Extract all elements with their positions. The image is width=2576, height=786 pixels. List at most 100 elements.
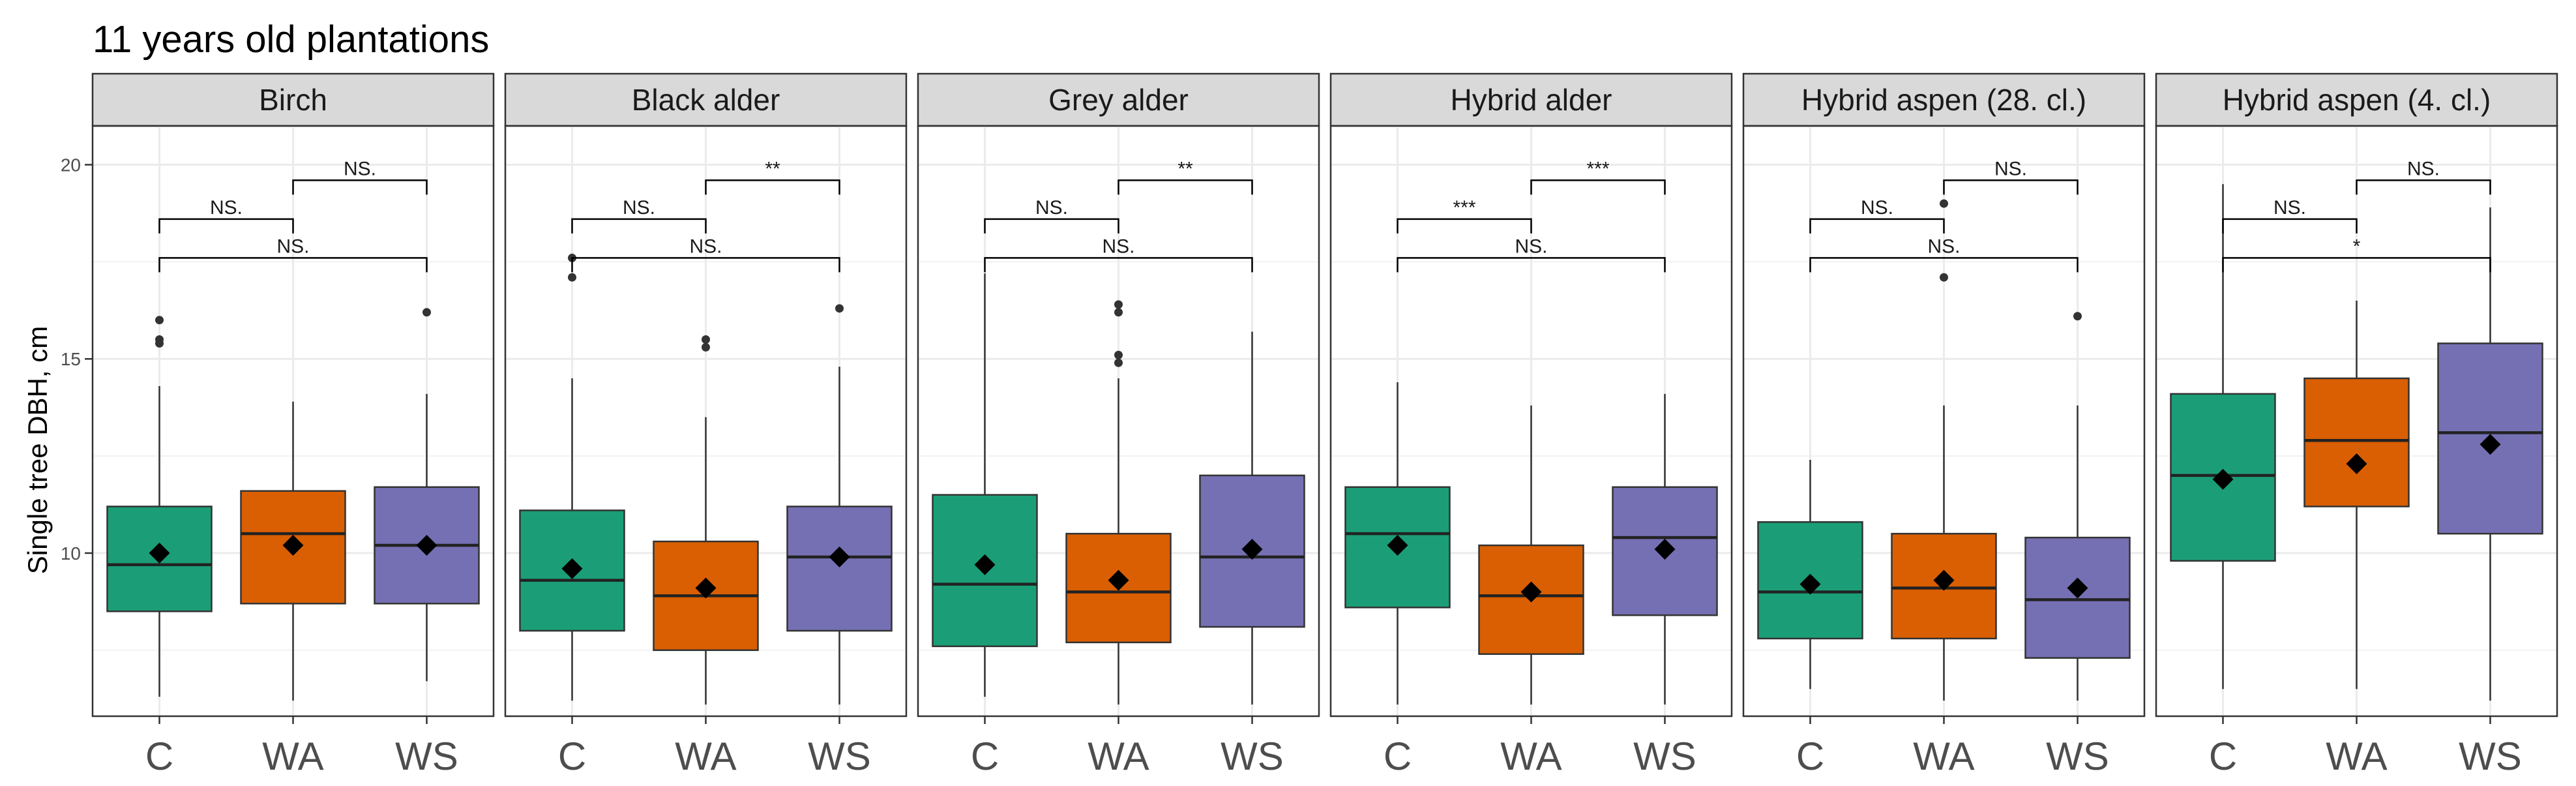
mean-marker [829, 546, 850, 567]
significance-bracket [2356, 179, 2491, 195]
significance-bracket [2222, 257, 2491, 273]
chart-title: 11 years old plantations [93, 18, 489, 61]
outlier-point [1114, 308, 1123, 317]
significance-label: ** [1177, 158, 1193, 179]
mean-marker [2346, 453, 2367, 474]
x-tick-label: C [1384, 734, 1412, 778]
x-tick-label: C [558, 734, 586, 778]
significance-bracket [1118, 179, 1253, 195]
significance-label: NS. [1035, 197, 1068, 219]
significance-bracket [2222, 218, 2358, 234]
significance-label: NS. [2273, 197, 2306, 219]
facet-strip-label: Hybrid aspen (4. cl.) [2223, 83, 2491, 117]
outlier-point [422, 308, 431, 317]
significance-label: NS. [210, 197, 243, 219]
x-tick-label: WA [675, 734, 736, 778]
outlier-point [155, 316, 164, 325]
mean-marker [1241, 538, 1263, 560]
significance-label: NS. [1102, 235, 1134, 257]
x-tick-label: WS [808, 734, 871, 778]
mean-marker [2480, 434, 2501, 455]
x-tick-label: WS [2046, 734, 2109, 778]
outlier-point [702, 335, 710, 344]
facet-strip-label: Black alder [632, 83, 780, 117]
significance-bracket [1530, 179, 1666, 195]
significance-bracket [1943, 179, 2079, 195]
mean-marker [2067, 577, 2088, 599]
y-tick-label: 15 [61, 349, 81, 369]
box-WA [2303, 377, 2410, 507]
facet-strip-label: Grey alder [1048, 83, 1189, 117]
x-tick-label: C [145, 734, 173, 778]
significance-label: NS. [689, 235, 722, 257]
outlier-point [2073, 312, 2082, 321]
outlier-point [1114, 300, 1123, 309]
x-tick-label: WA [1088, 734, 1149, 778]
significance-bracket [571, 218, 707, 234]
x-tick-label: C [971, 734, 999, 778]
significance-label: ** [765, 158, 780, 179]
significance-label: *** [1586, 158, 1609, 179]
significance-label: *** [1453, 197, 1475, 219]
significance-label: NS. [344, 158, 376, 179]
outlier-point [702, 342, 710, 352]
significance-label: NS. [2407, 158, 2440, 179]
mean-marker [149, 542, 170, 564]
significance-bracket [158, 218, 294, 234]
box-WS [786, 506, 893, 632]
facet-strip [504, 72, 908, 127]
facet-strip [917, 72, 1320, 127]
mean-marker [1520, 581, 1542, 603]
significance-bracket [705, 179, 840, 195]
facet-strip [1329, 72, 1733, 127]
significance-bracket [1809, 257, 2079, 273]
mean-marker [2212, 468, 2234, 490]
significance-label: NS. [1861, 197, 1893, 219]
x-tick-label: WA [1500, 734, 1562, 778]
significance-label: NS. [1927, 235, 1960, 257]
y-tick-label: 10 [61, 543, 81, 564]
x-tick-label: WS [395, 734, 458, 778]
x-tick-label: C [1796, 734, 1824, 778]
significance-bracket [571, 257, 840, 273]
significance-label: NS. [1994, 158, 2027, 179]
x-tick-label: WA [2326, 734, 2387, 778]
significance-label: NS. [1515, 235, 1547, 257]
x-tick-label: WS [1221, 734, 1284, 778]
outlier-point [155, 335, 164, 344]
mean-marker [561, 558, 583, 579]
outlier-point [835, 304, 844, 313]
significance-bracket [984, 257, 1253, 273]
mean-marker [1654, 538, 1676, 560]
outlier-point [568, 273, 576, 282]
y-axis-label: Single tree DBH, cm [22, 326, 53, 574]
x-tick-label: C [2209, 734, 2237, 778]
mean-marker [282, 535, 304, 556]
mean-marker [1108, 569, 1129, 591]
mean-marker [416, 535, 437, 556]
mean-marker [974, 554, 996, 575]
significance-bracket [292, 179, 428, 195]
x-tick-label: WS [1633, 734, 1696, 778]
mean-marker [1387, 535, 1408, 556]
outlier-point [1114, 358, 1123, 367]
significance-bracket [158, 257, 428, 273]
outlier-point [1940, 273, 1948, 282]
mean-marker [1799, 573, 1821, 595]
significance-bracket [984, 218, 1119, 234]
y-tick-label: 20 [61, 155, 81, 175]
significance-label: NS. [623, 197, 655, 219]
significance-label: * [2353, 235, 2361, 257]
facet-strip-label: Hybrid aspen (28. cl.) [1801, 83, 2086, 117]
facet-strip [91, 72, 495, 127]
facet-strip-label: Birch [259, 83, 327, 117]
significance-bracket [1809, 218, 1945, 234]
x-tick-label: WA [262, 734, 323, 778]
